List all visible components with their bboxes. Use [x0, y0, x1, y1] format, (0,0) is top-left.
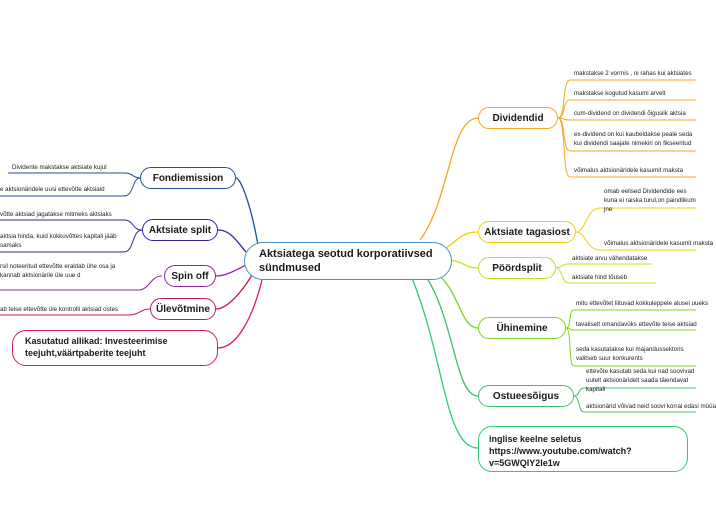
- leaf-dividendid-3[interactable]: cum-dividend on dividendi õigusiik aktsi…: [574, 110, 686, 117]
- leaf-tagasiost-2[interactable]: võimalus aktsionäridele kasumit maksta: [604, 240, 714, 247]
- leaf-uhinemine-2[interactable]: tavaliselt omandavüks ettevõte teise akt…: [576, 321, 697, 328]
- leaf-fondiemission-2[interactable]: e aktsionäridele uusi ettevõtte aktsiaid: [0, 186, 105, 193]
- central-topic-label: Aktsiatega seotud korporatiivsed sündmus…: [259, 248, 433, 274]
- topic-spinoff[interactable]: Spin off: [164, 265, 216, 287]
- leaf-spinoff-1[interactable]: rsil noteeritud ettevõtte eraldab ühe os…: [0, 263, 116, 279]
- topic-split[interactable]: Aktsiate split: [142, 219, 218, 241]
- link-ostueesoigus: [424, 274, 479, 397]
- leaf-dividendid-1[interactable]: makstakse 2 vormis , ni rahas kui aktsia…: [574, 70, 692, 77]
- central-topic[interactable]: Aktsiatega seotud korporatiivsed sündmus…: [244, 242, 452, 280]
- leaf-ostueesoigus-1[interactable]: ettevõte kasutab seda kui nad soovivad u…: [586, 368, 695, 393]
- link-dividendid: [419, 117, 479, 241]
- topic-allikad-label: Kasutatud allikad: Investeerimise teejuh…: [25, 336, 168, 358]
- topic-fondiemission-label: Fondiemission: [152, 172, 224, 184]
- leaf-poordsplit-1[interactable]: aktsiate arvu vähendatakse: [572, 255, 648, 262]
- leaf-split-1[interactable]: võtte aktsiad jagatakse mitmeks aktsiaks: [0, 211, 112, 218]
- topic-ostueesoigus-label: Ostueesõigus: [492, 390, 560, 402]
- topic-allikad[interactable]: Kasutatud allikad: Investeerimise teejuh…: [12, 330, 218, 366]
- leaf-ulevotmine-1[interactable]: ab teise ettevõtte üle kontrolli aktsiad…: [0, 306, 118, 313]
- leaf-dividendid-5[interactable]: võimalus aktsionäridele kasumit maksta: [574, 167, 684, 174]
- link-uhinemine: [434, 271, 479, 329]
- leaf-tagasiost-1[interactable]: omab eelised Dividendide ees kuna ei rai…: [604, 188, 696, 213]
- topic-uhinemine-label: Ühinemine: [496, 322, 548, 334]
- topic-tagasiost-label: Aktsiate tagasiost: [484, 226, 570, 238]
- leaf-dividendid-2[interactable]: makstakse kogutud kasumi arvelt: [574, 90, 666, 97]
- topic-poordsplit[interactable]: Pöördsplit: [478, 257, 556, 279]
- topic-ulevotmine-label: Ülevõtmine: [156, 303, 210, 315]
- topic-split-label: Aktsiate split: [148, 224, 212, 236]
- topic-uhinemine[interactable]: Ühinemine: [478, 317, 566, 339]
- topic-tagasiost[interactable]: Aktsiate tagasiost: [478, 221, 576, 243]
- connector-layer: [0, 79, 696, 449]
- link-inglise: [411, 277, 479, 449]
- link-poordsplit: [449, 259, 479, 269]
- link-allikad: [217, 279, 263, 349]
- leaf-poordsplit-2[interactable]: aktsiate hind tõuseb: [572, 274, 628, 281]
- leaf-ostueesoigus-2[interactable]: aktsionärid võivad neid soovi korral eda…: [586, 403, 716, 410]
- link-spinoff: [215, 264, 247, 277]
- topic-fondiemission[interactable]: Fondiemission: [140, 167, 236, 189]
- leaf-dividendid-4[interactable]: ex-dividend on kui kaubeldakse peale sed…: [574, 131, 693, 147]
- leaf-uhinemine-1[interactable]: mitu ettevõtet liituvad kokkuleppele alu…: [576, 300, 709, 307]
- topic-dividendid-label: Dividendid: [492, 112, 544, 124]
- topic-spinoff-label: Spin off: [171, 270, 209, 282]
- link-fondiemission: [235, 177, 259, 246]
- leaf-fondiemission-1[interactable]: Dividente makstakse aktsiate kujul: [12, 164, 107, 171]
- link-split: [217, 229, 247, 253]
- topic-inglise-link[interactable]: inglise keelne seletus https://www.youtu…: [478, 426, 688, 472]
- link-ulevotmine: [215, 274, 253, 310]
- leaf-uhinemine-3[interactable]: seda kasutatakse kui majandussektoris va…: [576, 346, 684, 362]
- topic-dividendid[interactable]: Dividendid: [478, 107, 558, 129]
- leaf-split-2[interactable]: aktsia hinda, kuid kokkuvõttes kapitali …: [0, 233, 117, 249]
- topic-ostueesoigus[interactable]: Ostueesõigus: [478, 385, 574, 407]
- topic-ulevotmine[interactable]: Ülevõtmine: [150, 298, 216, 320]
- topic-poordsplit-label: Pöördsplit: [492, 262, 542, 274]
- topic-inglise-label: inglise keelne seletus https://www.youtu…: [489, 434, 632, 468]
